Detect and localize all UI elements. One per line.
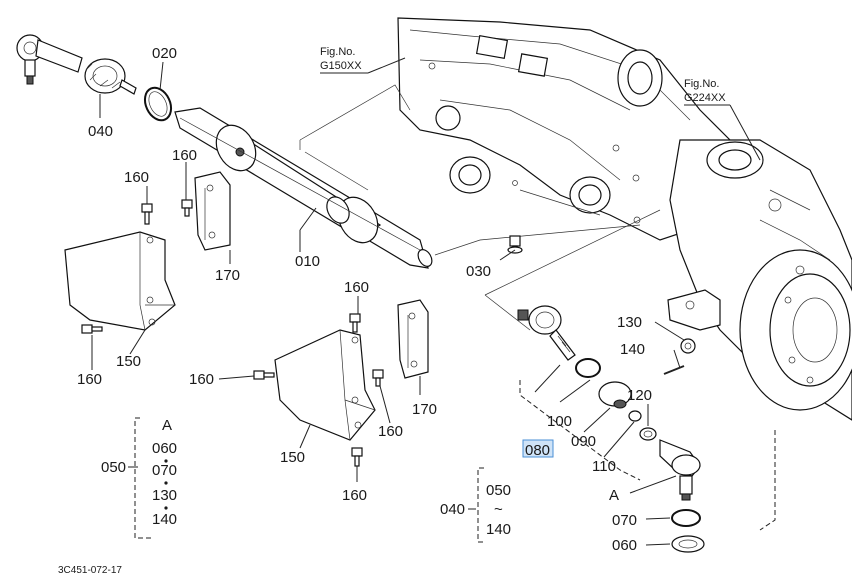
label-030[interactable]: 030: [466, 263, 491, 280]
steering-cylinder: [174, 107, 433, 269]
label-160-g[interactable]: 160: [342, 487, 367, 504]
kit-040-code[interactable]: 040: [440, 501, 465, 518]
leader-lines: [91, 61, 685, 546]
o-ring-020: [143, 86, 173, 122]
kit-040-bracket: [477, 467, 484, 543]
label-090[interactable]: 090: [571, 433, 596, 450]
ring-070: [671, 509, 701, 527]
label-080[interactable]: 080: [525, 442, 550, 459]
seal-060: [671, 535, 705, 553]
label-160-f[interactable]: 160: [378, 423, 403, 440]
hub-assembly: [667, 139, 852, 421]
kit-040-item-1[interactable]: 050: [486, 482, 511, 499]
fig-ref-right-code: G224XX: [684, 92, 726, 104]
nut-130: [680, 338, 696, 354]
lower-cover: [274, 329, 376, 441]
drawing-code: 3C451-072-17: [58, 565, 122, 576]
clip-110: [628, 410, 642, 422]
label-120[interactable]: 120: [627, 387, 652, 404]
pin-140: [663, 365, 685, 375]
label-assembly-A[interactable]: A: [609, 487, 619, 504]
bolt-030: [507, 235, 523, 254]
kit-040: 040 050 ~ 140: [440, 482, 511, 538]
kit-050-item-4[interactable]: 140: [152, 511, 177, 528]
ring-100: [575, 358, 601, 378]
label-170-lower[interactable]: 170: [412, 401, 437, 418]
label-010[interactable]: 010: [295, 253, 320, 270]
assembly-080-bracket: [519, 380, 776, 531]
label-160-d[interactable]: 160: [344, 279, 369, 296]
label-170-upper[interactable]: 170: [215, 267, 240, 284]
kit-050-ref-letter: A: [162, 417, 172, 434]
part-labels: 020 040 160 160 010 170 030 150 160 160 …: [77, 45, 652, 554]
label-160-b[interactable]: 160: [124, 169, 149, 186]
kit-040-range: ~: [494, 501, 503, 518]
upper-bracket: [194, 171, 231, 251]
label-150-upper[interactable]: 150: [116, 353, 141, 370]
label-080-highlight: [522, 439, 554, 458]
lower-bracket: [397, 299, 429, 379]
kit-050-item-3[interactable]: 130: [152, 487, 177, 504]
label-150-lower[interactable]: 150: [280, 449, 305, 466]
label-100[interactable]: 100: [547, 413, 572, 430]
transmission-housing: [397, 17, 761, 241]
label-160-c[interactable]: 160: [77, 371, 102, 388]
kit-040-item-2[interactable]: 140: [486, 521, 511, 538]
fig-ref-left-code: G150XX: [320, 60, 362, 72]
kit-050-code[interactable]: 050: [101, 459, 126, 476]
ball-joint-100: [517, 305, 576, 361]
upper-cover: [64, 231, 176, 331]
label-140[interactable]: 140: [620, 341, 645, 358]
label-040[interactable]: 040: [88, 123, 113, 140]
fig-ref-right: Fig.No. G224XX: [684, 78, 761, 161]
boot-090: [598, 381, 632, 409]
fig-ref-right-prefix: Fig.No.: [684, 78, 719, 90]
label-130[interactable]: 130: [617, 314, 642, 331]
cylinder-frame-lines: [299, 84, 661, 331]
lower-bolts: [253, 313, 384, 467]
kit-050-item-1[interactable]: 060: [152, 440, 177, 457]
fig-ref-left-prefix: Fig.No.: [320, 46, 355, 58]
label-160-e[interactable]: 160: [189, 371, 214, 388]
kit-050: 050 A 060 070 130 140: [101, 417, 177, 528]
label-020[interactable]: 020: [152, 45, 177, 62]
label-110[interactable]: 110: [592, 458, 616, 475]
nut-120: [639, 427, 657, 441]
kit-050-item-2[interactable]: 070: [152, 462, 177, 479]
label-160-a[interactable]: 160: [172, 147, 197, 164]
label-070[interactable]: 070: [612, 512, 637, 529]
fig-ref-left: Fig.No. G150XX: [320, 46, 406, 74]
ball-joint-A: [659, 439, 701, 501]
label-060[interactable]: 060: [612, 537, 637, 554]
kit-050-bracket: [134, 417, 152, 539]
tie-rod-end: [16, 34, 137, 95]
